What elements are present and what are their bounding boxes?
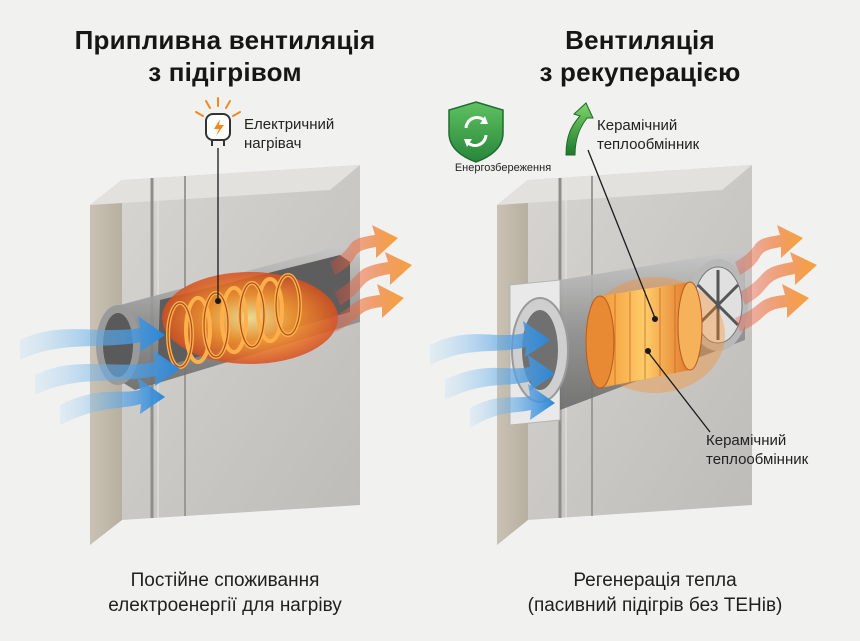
left-cold-air-arrows — [20, 316, 180, 425]
exchanger-top-leader-line — [587, 149, 656, 319]
exchanger-label-side: Керамічний теплообмінник — [706, 431, 808, 469]
right-title-line2: з рекуперацією — [539, 57, 741, 87]
exchanger-label-top: Керамічний теплообмінник — [597, 116, 699, 154]
ceramic-heat-exchanger-core — [585, 277, 725, 393]
left-warm-air-arrows — [330, 225, 412, 332]
left-title-line1: Припливна вентиляція — [74, 25, 376, 55]
exchanger-label-side-line2: теплообмінник — [706, 451, 809, 468]
right-title-line1: Вентиляція — [565, 25, 715, 55]
right-cold-air-arrows — [430, 321, 555, 428]
electric-heater-coil — [162, 272, 338, 369]
exchanger-label-top-line2: теплообмінник — [597, 136, 700, 153]
left-caption-line1: Постійне споживання — [130, 570, 320, 591]
left-caption-line2: електроенергії для нагріву — [108, 595, 342, 616]
left-title-line2: з підігрівом — [148, 57, 302, 87]
left-caption: Постійне споживання електроенергії для н… — [60, 568, 390, 618]
heater-label-line1: Електричний — [244, 116, 335, 133]
shield-recycle-icon — [448, 101, 504, 163]
right-warm-air-arrows — [735, 225, 817, 332]
exchanger-label-side-line1: Керамічний — [706, 432, 787, 449]
right-caption-line1: Регенерація тепла — [573, 570, 737, 591]
plug-icon — [195, 97, 241, 146]
left-title: Припливна вентиляція з підігрівом — [40, 24, 410, 88]
energy-saving-label: Енергозбереження — [454, 162, 552, 174]
right-caption: Регенерація тепла (пасивний підігрів без… — [490, 568, 820, 618]
exchanger-side-leader-dot — [645, 348, 651, 354]
exchanger-label-top-line1: Керамічний — [597, 117, 678, 134]
heater-label: Електричний нагрівач — [244, 115, 334, 153]
right-caption-line2: (пасивний підігрів без ТЕНів) — [527, 595, 783, 616]
green-arrow-up-icon — [565, 102, 594, 156]
exchanger-top-leader-dot — [652, 316, 658, 322]
heater-leader-dot — [215, 298, 221, 304]
right-title: Вентиляція з рекуперацією — [470, 24, 810, 88]
heater-label-line2: нагрівач — [244, 135, 302, 152]
exchanger-side-leader-line — [647, 351, 711, 433]
